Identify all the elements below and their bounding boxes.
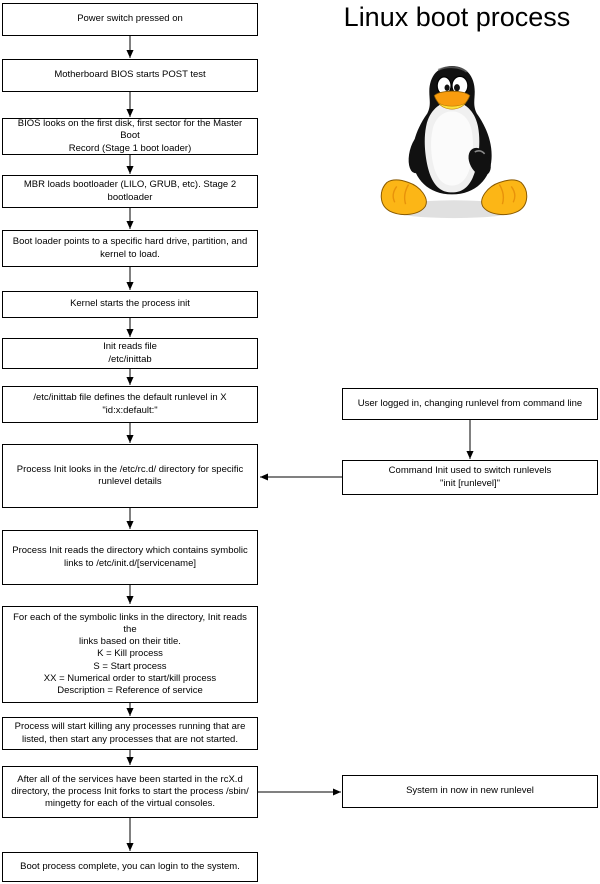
node-boot-complete: Boot process complete, you can login to … — [2, 852, 258, 882]
node-system-new-runlevel: System in now in new runlevel — [342, 775, 598, 808]
node-label: System in now in new runlevel — [406, 785, 534, 797]
node-bios-post-test: Motherboard BIOS starts POST test — [2, 59, 258, 92]
page-title: Linux boot process — [343, 2, 571, 32]
node-label: Command Init used to switch runlevels "i… — [388, 465, 552, 489]
node-label: After all of the services have been star… — [11, 773, 249, 810]
node-label: /etc/inittab file defines the default ru… — [33, 392, 227, 416]
node-mbr-loads-bootloader: MBR loads bootloader (LILO, GRUB, etc). … — [2, 175, 258, 208]
node-init-reads-symlinks: Process Init reads the directory which c… — [2, 530, 258, 585]
node-kernel-starts-init: Kernel starts the process init — [2, 291, 258, 318]
node-label: Kernel starts the process init — [70, 298, 190, 310]
node-kill-start-processes: Process will start killing any processes… — [2, 717, 258, 750]
node-init-reads-inittab: Init reads file /etc/inittab — [2, 338, 258, 369]
node-user-changes-runlevel: User logged in, changing runlevel from c… — [342, 388, 598, 420]
node-label: Boot loader points to a specific hard dr… — [12, 236, 248, 260]
tux-penguin-image — [380, 65, 528, 219]
node-bootloader-points-kernel: Boot loader points to a specific hard dr… — [2, 230, 258, 267]
node-init-forks-mingetty: After all of the services have been star… — [2, 766, 258, 818]
node-label: Power switch pressed on — [77, 13, 183, 25]
node-inittab-default-runlevel: /etc/inittab file defines the default ru… — [2, 386, 258, 423]
node-label: User logged in, changing runlevel from c… — [357, 397, 583, 409]
node-label: Process will start killing any processes… — [14, 721, 246, 745]
node-init-switch-runlevels: Command Init used to switch runlevels "i… — [342, 460, 598, 495]
node-label: BIOS looks on the first disk, first sect… — [17, 118, 243, 154]
node-symlink-naming-rules: For each of the symbolic links in the di… — [2, 606, 258, 703]
node-bios-master-boot-record: BIOS looks on the first disk, first sect… — [2, 118, 258, 155]
node-label: Motherboard BIOS starts POST test — [54, 69, 206, 81]
node-label: Process Init looks in the /etc/rc.d/ dir… — [16, 463, 244, 487]
node-label: Process Init reads the directory which c… — [12, 545, 248, 569]
node-init-looks-rcd: Process Init looks in the /etc/rc.d/ dir… — [2, 444, 258, 508]
node-label: MBR loads bootloader (LILO, GRUB, etc). … — [23, 179, 237, 203]
node-power-switch: Power switch pressed on — [2, 3, 258, 36]
node-label: Init reads file /etc/inittab — [103, 341, 157, 365]
node-label: For each of the symbolic links in the di… — [13, 611, 247, 696]
node-label: Boot process complete, you can login to … — [20, 860, 240, 872]
